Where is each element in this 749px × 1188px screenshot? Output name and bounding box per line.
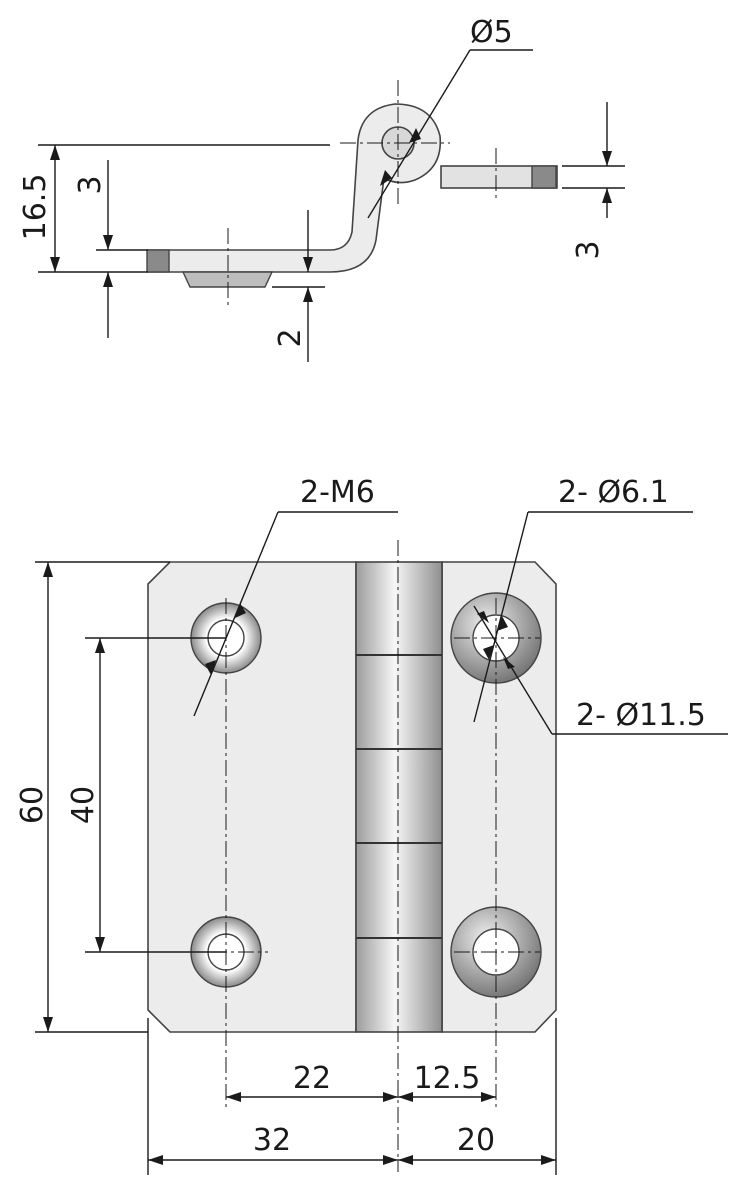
callout-counterbore-diameter: 2- Ø11.5 bbox=[576, 698, 706, 733]
side-left-leaf bbox=[147, 103, 442, 273]
side-countersink bbox=[181, 271, 274, 288]
dim-overall-height: 60 bbox=[15, 786, 50, 824]
side-view: 16.5 3 2 3 Ø5 bbox=[18, 15, 625, 362]
dim-right-hole-offset: 12.5 bbox=[414, 1061, 481, 1096]
dim-left-thickness: 3 bbox=[73, 175, 108, 194]
dim-right-thickness: 3 bbox=[571, 240, 606, 259]
callout-thread: 2-M6 bbox=[300, 475, 375, 510]
dim-countersink-depth: 2 bbox=[273, 328, 308, 347]
front-knuckle bbox=[355, 561, 443, 1033]
front-view: 60 40 2-M6 2- Ø6.1 2- Ø11.5 22 12.5 bbox=[15, 475, 728, 1175]
dim-left-hole-offset: 22 bbox=[293, 1061, 331, 1096]
dim-hole-pitch: 40 bbox=[66, 786, 101, 824]
dim-right-leaf-width: 20 bbox=[457, 1123, 495, 1158]
dim-pin-diameter: Ø5 bbox=[470, 15, 513, 50]
side-right-leaf bbox=[440, 165, 558, 189]
dim-height-side: 16.5 bbox=[18, 174, 53, 241]
dim-left-leaf-width: 32 bbox=[253, 1123, 291, 1158]
side-right-leaf-end bbox=[531, 165, 557, 189]
side-left-leaf-end bbox=[146, 249, 170, 273]
callout-hole-diameter: 2- Ø6.1 bbox=[558, 475, 669, 510]
